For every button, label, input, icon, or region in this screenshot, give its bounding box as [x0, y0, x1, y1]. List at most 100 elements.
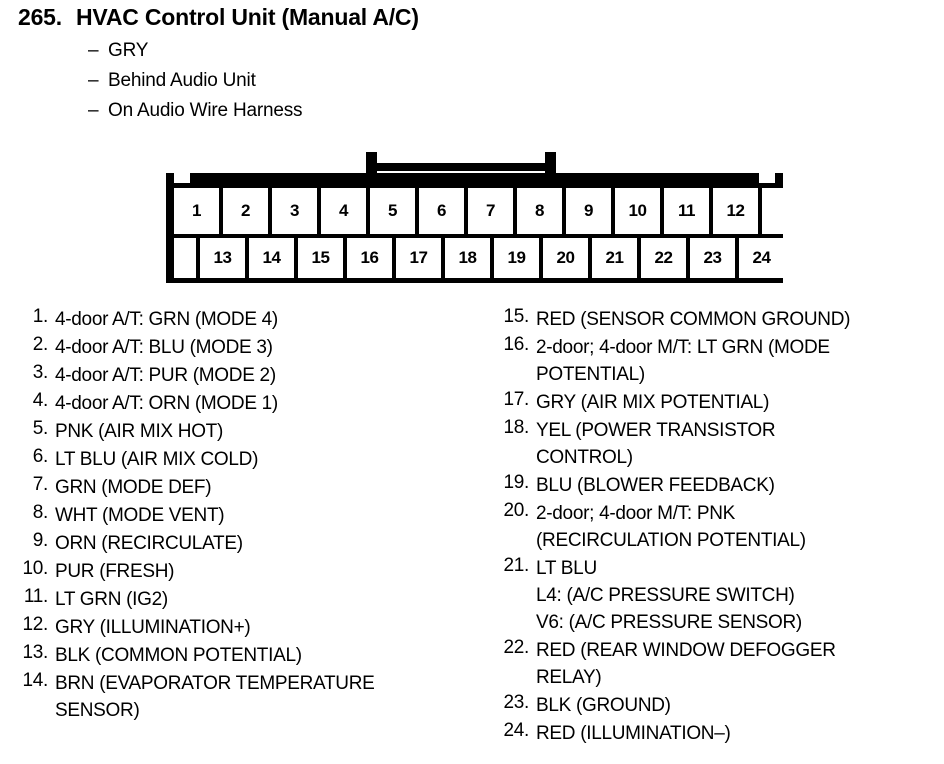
- header-subline-location: –Behind Audio Unit: [88, 70, 256, 92]
- pin-list-item-line: RED (SENSOR COMMON GROUND): [536, 309, 851, 330]
- pin-list-item-line: 4-door A/T: ORN (MODE 1): [55, 393, 278, 414]
- pin-list-item: 23.BLK (GROUND): [484, 692, 944, 719]
- connector-notch-left: [174, 173, 190, 183]
- header-subline-harness: –On Audio Wire Harness: [88, 100, 303, 122]
- pin-list-item-line: V6: (A/C PRESSURE SENSOR): [536, 612, 802, 633]
- pin-list-item-text: YEL (POWER TRANSISTOR CONTROL): [529, 417, 944, 471]
- pin-list-item-text: 4-door A/T: PUR (MODE 2): [48, 362, 470, 389]
- pin-list-left: 1.4-door A/T: GRN (MODE 4)2.4-door A/T: …: [0, 306, 470, 725]
- pin-11[interactable]: 11: [664, 188, 709, 234]
- pin-list-item-text: 4-door A/T: GRN (MODE 4): [48, 306, 470, 333]
- pin-list-right: 15.RED (SENSOR COMMON GROUND)16.2-door; …: [484, 306, 944, 748]
- pin-19[interactable]: 19: [494, 238, 539, 278]
- pin-list-item: 3.4-door A/T: PUR (MODE 2): [0, 362, 470, 389]
- pin-list-item-text: 4-door A/T: BLU (MODE 3): [48, 334, 470, 361]
- pin-list-item-line: BLK (COMMON POTENTIAL): [55, 645, 302, 666]
- pin-4[interactable]: 4: [321, 188, 366, 234]
- pin-14[interactable]: 14: [249, 238, 294, 278]
- pin-blank-cell: [174, 238, 196, 278]
- pin-10[interactable]: 10: [615, 188, 660, 234]
- pin-list-item: 13. BLK (COMMON POTENTIAL): [0, 642, 470, 669]
- pin-list-item-text: BLK (GROUND): [529, 692, 944, 719]
- pin-list-item-line: CONTROL): [536, 447, 633, 468]
- pin-list-item-line: LT GRN (IG2): [55, 589, 168, 610]
- pin-list-item: 19.BLU (BLOWER FEEDBACK): [484, 472, 944, 499]
- connector-notch-right: [759, 173, 775, 183]
- pin-list-item-line: LT BLU (AIR MIX COLD): [55, 449, 259, 470]
- pin-1[interactable]: 1: [174, 188, 219, 234]
- pin-8[interactable]: 8: [517, 188, 562, 234]
- pin-list-item-line: BRN (EVAPORATOR TEMPERATURE: [55, 673, 375, 694]
- pin-list-item-text: BLK (COMMON POTENTIAL): [48, 642, 470, 669]
- pin-16[interactable]: 16: [347, 238, 392, 278]
- dash-icon: –: [88, 70, 99, 91]
- pin-list-item-line: GRN (MODE DEF): [55, 477, 212, 498]
- pin-list-item-line: 4-door A/T: PUR (MODE 2): [55, 365, 276, 386]
- pin-list-item-number: 4.: [32, 390, 49, 411]
- pin-6[interactable]: 6: [419, 188, 464, 234]
- pin-20[interactable]: 20: [543, 238, 588, 278]
- pin-3[interactable]: 3: [272, 188, 317, 234]
- header-subline-text: On Audio Wire Harness: [108, 100, 303, 121]
- pin-list-item-number: 12.: [22, 614, 48, 635]
- pin-list-item-text: GRY (ILLUMINATION+): [48, 614, 470, 641]
- pin-list-item-line: YEL (POWER TRANSISTOR: [536, 420, 776, 441]
- pin-2[interactable]: 2: [223, 188, 268, 234]
- header-subline-color: –GRY: [88, 40, 148, 62]
- pin-7[interactable]: 7: [468, 188, 513, 234]
- pin-list-item-number: 8.: [32, 502, 49, 523]
- pin-list-item-number: 22.: [503, 637, 529, 658]
- pin-list-item-number: 20.: [503, 500, 529, 521]
- pin-22[interactable]: 22: [641, 238, 686, 278]
- pin-list-item-number: 2.: [32, 334, 49, 355]
- pin-list-item: 2. 4-door A/T: BLU (MODE 3): [0, 334, 470, 361]
- pin-list-item: 8.WHT (MODE VENT): [0, 502, 470, 529]
- pin-15[interactable]: 15: [298, 238, 343, 278]
- pin-list-item-number: 15.: [503, 306, 529, 327]
- pin-list-item-text: RED (SENSOR COMMON GROUND): [529, 306, 944, 333]
- pin-list-item-text: LT BLU (AIR MIX COLD): [48, 446, 470, 473]
- pin-9[interactable]: 9: [566, 188, 611, 234]
- pin-list-item-line: PUR (FRESH): [55, 561, 175, 582]
- pin-list-item-number: 24.: [503, 720, 529, 741]
- pin-list-item-number: 6.: [32, 446, 49, 467]
- pin-18[interactable]: 18: [445, 238, 490, 278]
- pin-list-item-text: GRY (AIR MIX POTENTIAL): [529, 389, 944, 416]
- pin-12[interactable]: 12: [713, 188, 758, 234]
- pin-24[interactable]: 24: [739, 238, 784, 278]
- pin-list-item-line: (RECIRCULATION POTENTIAL): [536, 530, 806, 551]
- pin-list-item-text: 4-door A/T: ORN (MODE 1): [48, 390, 470, 417]
- pin-list-item-number: 10.: [22, 558, 48, 579]
- pin-23[interactable]: 23: [690, 238, 735, 278]
- pin-list-item-text: BLU (BLOWER FEEDBACK): [529, 472, 944, 499]
- pin-list-item-line: 4-door A/T: BLU (MODE 3): [55, 337, 273, 358]
- pin-list-item: 24.RED (ILLUMINATION–): [484, 720, 944, 747]
- pin-list-item-line: GRY (AIR MIX POTENTIAL): [536, 392, 770, 413]
- pin-list-item: 9.ORN (RECIRCULATE): [0, 530, 470, 557]
- pin-5[interactable]: 5: [370, 188, 415, 234]
- pin-list-item-number: 5.: [32, 418, 49, 439]
- pin-list-item: 7.GRN (MODE DEF): [0, 474, 470, 501]
- pin-list-item: 4. 4-door A/T: ORN (MODE 1): [0, 390, 470, 417]
- pin-13[interactable]: 13: [200, 238, 245, 278]
- header-subline-text: Behind Audio Unit: [108, 70, 256, 91]
- pin-list-item: 12.GRY (ILLUMINATION+): [0, 614, 470, 641]
- pin-list-item-number: 13.: [22, 642, 48, 663]
- page-title: 265.HVAC Control Unit (Manual A/C): [18, 4, 419, 31]
- pin-list-item-line: RELAY): [536, 667, 602, 688]
- pin-list-item: 15. RED (SENSOR COMMON GROUND): [484, 306, 944, 333]
- pin-list-item: 10. PUR (FRESH): [0, 558, 470, 585]
- pin-list-item: 11.LT GRN (IG2): [0, 586, 470, 613]
- pin-list-item-text: RED (ILLUMINATION–): [529, 720, 944, 747]
- pin-list-item-line: POTENTIAL): [536, 364, 645, 385]
- pin-17[interactable]: 17: [396, 238, 441, 278]
- pin-21[interactable]: 21: [592, 238, 637, 278]
